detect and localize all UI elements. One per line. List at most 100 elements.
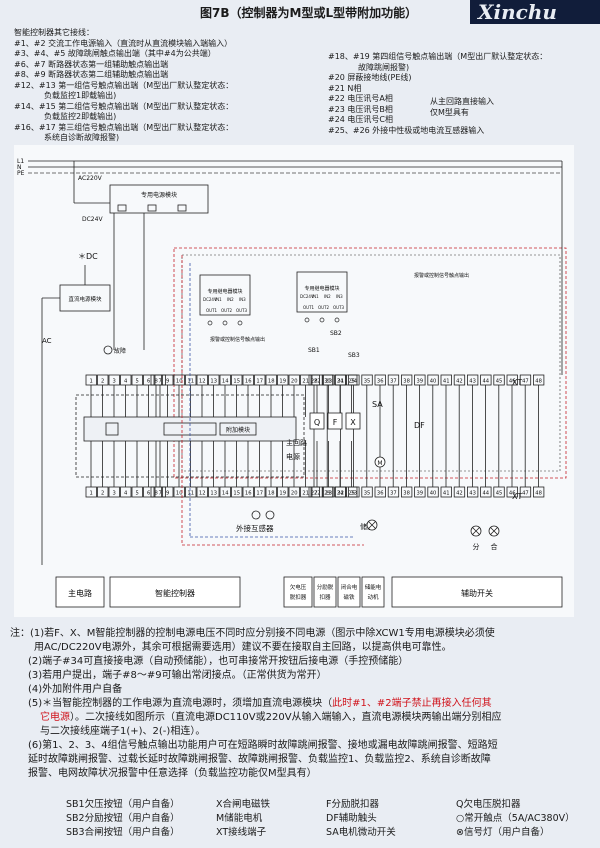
top-terminal-label: 47 — [522, 379, 529, 385]
legend-right-item-4: #22 电压讯号A相 — [328, 94, 393, 103]
bottom-terminal-label: 38 — [403, 491, 410, 497]
top-terminal-label: 35 — [364, 379, 371, 385]
key-item: SB1欠压按钮（用户自备） — [66, 799, 180, 810]
bottom-terminal-label: 43 — [469, 491, 476, 497]
bottom-terminal-label: 46 — [509, 491, 516, 497]
bar-undervolt-box — [283, 576, 313, 608]
motor-symbol — [374, 456, 386, 468]
main-power-label-2: 电源 — [286, 452, 300, 461]
bar-controller-label: 智能控制器 — [155, 588, 195, 598]
relay-out-label: OUT2 — [318, 305, 330, 310]
note-line-5: (6)第1、2、3、4组信号触点输出功能用户可在短路瞬时故障跳闸报警、接地或漏电… — [28, 740, 498, 751]
key-item: ⊗信号灯（用户自备） — [456, 827, 550, 838]
bar-charge-box — [361, 576, 385, 608]
note-line-3: (3)若用户提出，端子#8～#9可输出常闭接点。（正常供货为常开） — [28, 670, 327, 681]
bottom-terminal-label: 24 — [337, 491, 344, 497]
bottom-terminal-label: 10 — [176, 491, 183, 497]
top-terminal-label: 38 — [403, 379, 410, 385]
key-item: SB3合闸按钮（用户自备） — [66, 827, 180, 838]
top-terminal-label: 28 — [311, 379, 318, 385]
bar-aux-box — [391, 576, 563, 608]
relay-module-box — [199, 274, 251, 316]
relay-out-label: OUT3 — [333, 305, 345, 310]
relay-module-label: 专用继电器模块 — [304, 285, 339, 292]
bar-shunt-label-1: 分励脱 — [317, 583, 334, 591]
key-item: ○常开触点（5A/AC380V） — [456, 813, 575, 824]
contact-circle — [304, 317, 310, 323]
top-terminal-label: 36 — [377, 379, 384, 385]
figure-title: 图7B（控制器为M型或L型带附加功能） — [200, 6, 418, 20]
top-terminal-label: 9 — [166, 379, 169, 385]
relay-out-label: OUT2 — [221, 308, 233, 313]
legend-left-item-8: #16、#17 第三组信号触点输出端（M型出厂默认整定状态： — [14, 122, 234, 132]
key-item: XT接线端子 — [216, 827, 267, 838]
bottom-terminal-label: 11 — [187, 491, 194, 497]
fault-label: 故障 — [114, 347, 126, 355]
relay-out-label: OUT1 — [303, 305, 315, 310]
bottom-terminal-label: 25 — [348, 491, 355, 497]
contact-circle — [334, 317, 340, 323]
top-terminal-label: 4 — [124, 379, 128, 385]
top-terminal-label: 11 — [187, 379, 194, 385]
top-terminal-label: 48 — [535, 379, 542, 385]
bottom-terminal-label: 22 — [314, 491, 321, 497]
top-terminal-label: 22 — [314, 379, 321, 385]
legend-left-item-5: 负载监控1即载输出) — [44, 91, 117, 100]
bottom-terminal-label: 23 — [325, 491, 332, 497]
top-terminal-label: 39 — [416, 379, 423, 385]
top-terminal-label: 20 — [291, 379, 298, 385]
bottom-terminal-label: 36 — [377, 491, 384, 497]
df-label: DF — [414, 421, 425, 430]
relay-pin-label: IN3 — [239, 297, 246, 302]
coil-label-F: F — [333, 418, 338, 427]
top-terminal-label: 8 — [155, 379, 158, 385]
header: 图7B（控制器为M型或L型带附加功能） Xinchu — [0, 0, 600, 26]
top-terminal-label: 1 — [90, 379, 93, 385]
relay-out-label: OUT3 — [236, 308, 248, 313]
bar-main-label: 主电路 — [68, 588, 92, 598]
bar-charge-label-1: 储能电 — [365, 583, 382, 591]
top-terminal-label: 31 — [337, 379, 344, 385]
aux-module-label: 附加模块 — [226, 426, 250, 434]
coil-label-Q: Q — [314, 418, 320, 427]
relay-out-label: OUT1 — [206, 308, 218, 313]
key-item: DF辅助触头 — [326, 813, 377, 824]
brace-note-1: 从主回路直接输入 — [430, 97, 494, 106]
top-terminal-label: 23 — [325, 379, 332, 385]
key-item: X合闸电磁铁 — [216, 799, 271, 810]
bottom-terminal-label: 4 — [124, 491, 128, 497]
bottom-terminal-label: 9 — [166, 491, 169, 497]
bottom-terminal-label: 21 — [302, 491, 309, 497]
bottom-terminal-label: 3 — [113, 491, 116, 497]
top-terminal-label: 2 — [101, 379, 104, 385]
bottom-terminal-label: 40 — [430, 491, 437, 497]
legend-right-item-5: #23 电压讯号B相 — [328, 104, 393, 114]
note-line-7: 报警、电网故障状况报警中任意选择（负载监控功能仅M型具有） — [28, 768, 317, 779]
coil-box-F — [327, 412, 343, 430]
bar-close-label-1: 闭合电 — [341, 583, 358, 591]
top-terminal-label: 34 — [350, 379, 357, 385]
legend-left-item-1: #3、#4、#5 故障跳闸触点输出端（其中#4为公共端） — [14, 49, 216, 58]
bottom-terminal-label: 37 — [390, 491, 397, 497]
top-terminal-label: 41 — [443, 379, 450, 385]
contact-circle — [222, 320, 228, 326]
supply-label-L1: L1 — [17, 158, 24, 165]
legend-left-item-0: #1、#2 交流工作电源输入（直流时从直流模块输入端输入） — [14, 38, 233, 48]
relay-module-label: 专用继电器模块 — [207, 288, 242, 295]
dc-label: ＊DC — [78, 252, 98, 261]
legend-right-item-0: #18、#19 第四组信号触点输出端（M型出厂默认整定状态： — [328, 52, 548, 61]
legend-heading: 智能控制器其它接线： — [14, 28, 94, 37]
alarm-note-1: 报警或控制信号触点输出 — [210, 336, 265, 343]
bottom-terminal-label: 7 — [159, 491, 162, 497]
bottom-terminal-label: 18 — [268, 491, 275, 497]
note-5: (5)＊当智能控制器的工作电源为直流电源时，须增加直流电源模块（此时#1、#2端… — [28, 698, 492, 709]
notes: 注：(1)若F、X、M智能控制器的控制电源电压不同时应分别接不同电源（图示中除X… — [10, 627, 594, 781]
bottom-terminal-label: 6 — [147, 491, 150, 497]
bottom-terminal-label: 27 — [311, 491, 318, 497]
legend-right-item-7: #25、#26 外接中性极或地电流互感器输入 — [328, 125, 485, 135]
ct-coil — [251, 510, 261, 520]
bottom-terminal-label: 1 — [90, 491, 93, 497]
bottom-terminal-label: 29 — [324, 491, 331, 497]
controller-relay — [105, 422, 119, 436]
note-5-cont: 它电源）。二次接线如图所示（直流电源DC110V或220V从输入端输入，直流电源… — [40, 712, 502, 723]
